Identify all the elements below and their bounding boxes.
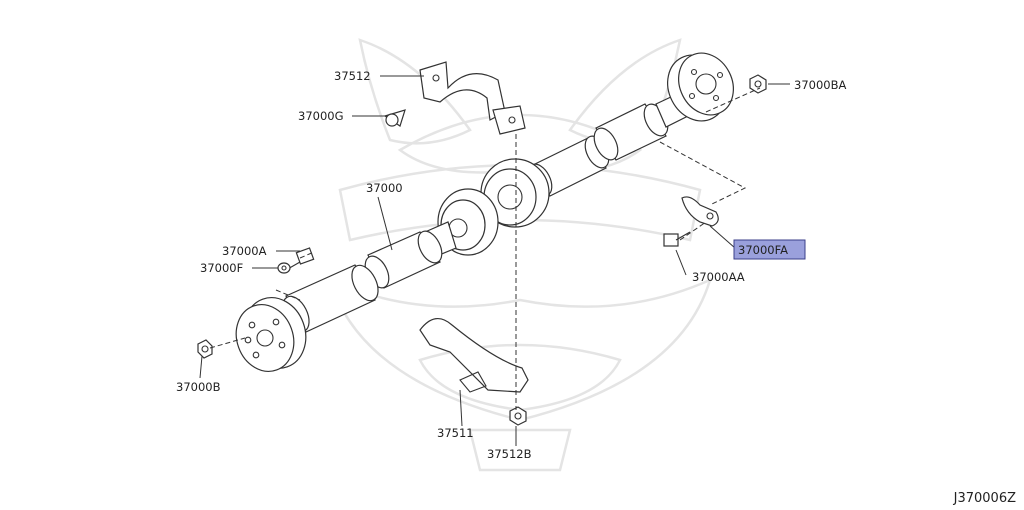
highlighted-part-box	[733, 239, 806, 260]
front-shaft-tube	[282, 230, 443, 333]
label-37000B[interactable]: 37000B	[176, 380, 221, 394]
label-37000FA[interactable]: 37000FA	[738, 243, 788, 257]
assembly-dashed-lines	[209, 87, 761, 410]
label-37000[interactable]: 37000	[366, 181, 403, 195]
upper-mount-bracket	[419, 61, 526, 135]
propeller-shaft-assembly	[235, 52, 734, 372]
label-37000A[interactable]: 37000A	[222, 244, 267, 258]
label-37000F[interactable]: 37000F	[200, 261, 243, 275]
rear-flange	[667, 52, 734, 122]
front-flange	[235, 297, 307, 372]
lower-bracket	[419, 318, 529, 393]
label-37511[interactable]: 37511	[437, 426, 474, 440]
center-bearing	[424, 158, 550, 259]
leader-lines	[199, 75, 790, 446]
part-labels: 37512 37000G 37000 37000A 37000F 37000B …	[176, 69, 846, 461]
fasteners	[197, 74, 767, 426]
label-37512B[interactable]: 37512B	[487, 447, 532, 461]
diagram-code: J370006Z	[953, 491, 1016, 506]
label-37000AA[interactable]: 37000AA	[692, 270, 745, 284]
label-37000G[interactable]: 37000G	[298, 109, 344, 123]
label-37000BA[interactable]: 37000BA	[794, 78, 846, 92]
label-37512[interactable]: 37512	[334, 69, 371, 83]
